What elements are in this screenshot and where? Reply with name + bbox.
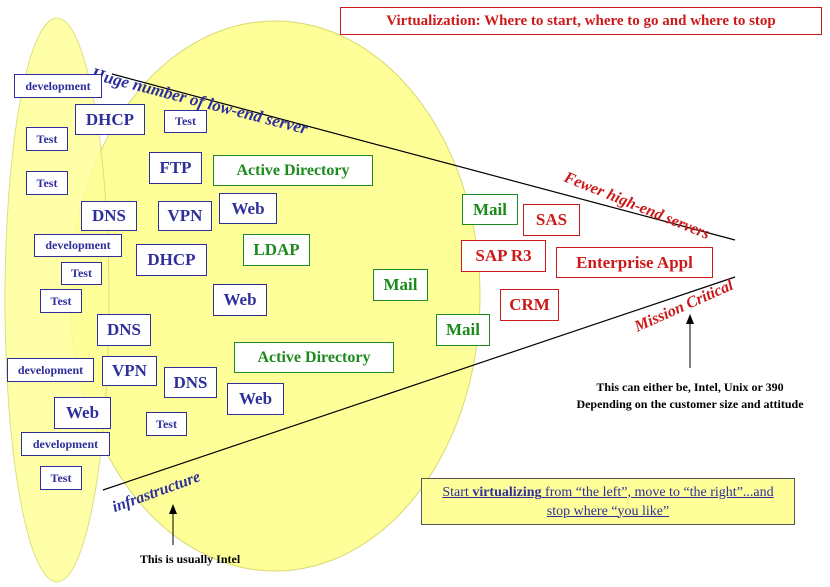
box-web-4: Web xyxy=(54,397,111,429)
right-note-line-2: Depending on the customer size and attit… xyxy=(576,397,804,411)
box-test-2: Test xyxy=(164,110,207,133)
callout-bold: virtualizing xyxy=(472,484,542,500)
callout-text: Start virtualizing from “the left”, move… xyxy=(436,483,780,521)
bottom-line xyxy=(102,276,736,491)
box-dns-2: DNS xyxy=(97,314,151,346)
box-test-5: Test xyxy=(40,289,82,313)
callout-prefix: Start xyxy=(442,484,473,500)
box-mail-3: Mail xyxy=(462,194,518,225)
box-web-3: Web xyxy=(227,383,284,415)
box-test-4: Test xyxy=(61,262,102,285)
right-note: This can either be, Intel, Unix or 390 D… xyxy=(530,379,830,413)
box-web-2: Web xyxy=(213,284,267,316)
top-line xyxy=(111,73,736,241)
box-ldap: LDAP xyxy=(243,234,310,266)
right-note-line-1: This can either be, Intel, Unix or 390 xyxy=(596,380,784,394)
box-development-3: development xyxy=(7,358,94,382)
box-dhcp-2: DHCP xyxy=(136,244,207,276)
box-development-1: development xyxy=(14,74,102,98)
box-development-4: development xyxy=(21,432,110,456)
box-active-directory-1: Active Directory xyxy=(213,155,373,186)
box-test-7: Test xyxy=(40,466,82,490)
box-development-2: development xyxy=(34,234,122,257)
box-test-3: Test xyxy=(26,171,68,195)
callout-rest: from “the left”, move to “the right”...a… xyxy=(541,484,774,519)
box-ftp: FTP xyxy=(149,152,202,184)
box-test-6: Test xyxy=(146,412,187,436)
box-active-directory-2: Active Directory xyxy=(234,342,394,373)
box-dns-1: DNS xyxy=(81,201,137,231)
title-text: Virtualization: Where to start, where to… xyxy=(386,12,776,29)
arrow-right xyxy=(686,314,694,368)
box-sap-r3: SAP R3 xyxy=(461,240,546,272)
bottom-note: This is usually Intel xyxy=(139,552,241,566)
box-vpn-1: VPN xyxy=(158,201,212,231)
box-enterprise-appl: Enterprise Appl xyxy=(556,247,713,278)
box-web-1: Web xyxy=(219,193,277,224)
box-test-1: Test xyxy=(26,127,68,151)
callout-box: Start virtualizing from “the left”, move… xyxy=(421,478,795,525)
box-dhcp-1: DHCP xyxy=(75,104,145,135)
box-mail-1: Mail xyxy=(373,269,428,301)
box-sas: SAS xyxy=(523,204,580,236)
box-vpn-2: VPN xyxy=(102,356,157,386)
box-dns-3: DNS xyxy=(164,367,217,398)
box-crm: CRM xyxy=(500,289,559,321)
box-mail-2: Mail xyxy=(436,314,490,346)
arrow-bottom xyxy=(169,504,177,545)
title-box: Virtualization: Where to start, where to… xyxy=(340,7,822,35)
